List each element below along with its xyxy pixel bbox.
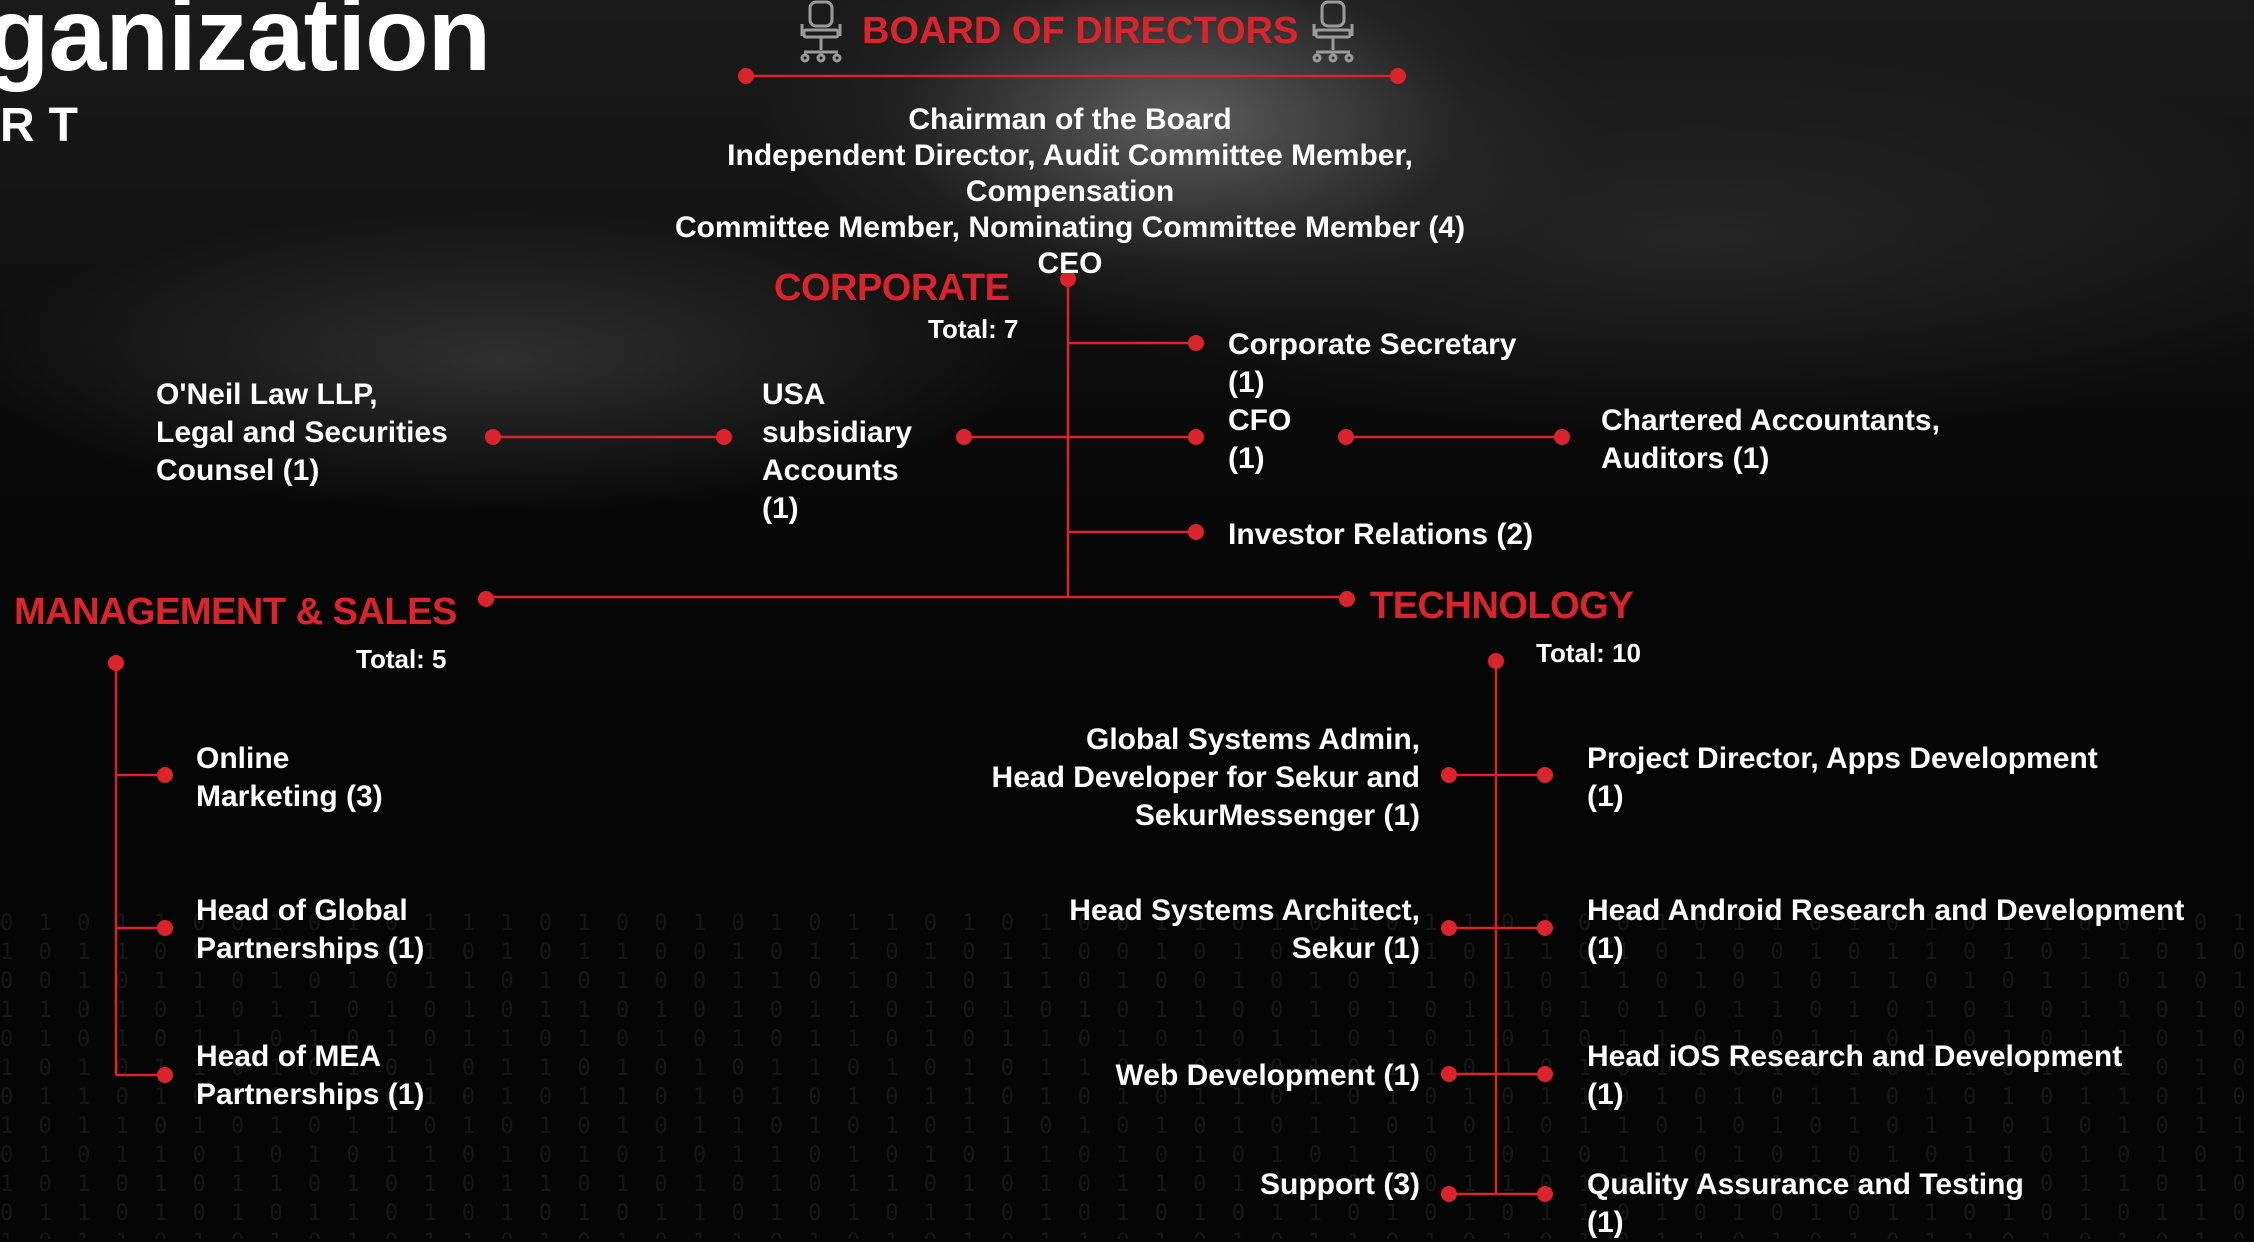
node-label: Corporate Secretary <box>1228 328 1517 361</box>
node-label: Quality Assurance and Testing <box>1587 1168 2024 1201</box>
cfo-node: CFO (1) <box>1228 402 1291 478</box>
node-label: subsidiary <box>762 416 913 449</box>
node-count: (1) <box>1587 1078 1624 1111</box>
head-systems-architect-node: Head Systems Architect, Sekur (1) <box>1069 892 1420 968</box>
technology-heading: TECHNOLOGY <box>1370 585 1634 627</box>
mountain-background <box>0 0 2254 700</box>
node-count: (1) <box>1587 932 1624 965</box>
node-label: Head iOS Research and Development <box>1587 1040 2123 1073</box>
online-marketing-node: Online Marketing (3) <box>196 740 383 816</box>
node-label: Partnerships (1) <box>196 1078 425 1111</box>
node-label: Head Android Research and Development <box>1587 894 2185 927</box>
technology-total: Total: 10 <box>1536 638 1641 668</box>
node-label: Head Systems Architect, <box>1069 894 1420 927</box>
management-heading: MANAGEMENT & SALES <box>14 591 457 633</box>
board-heading: BOARD OF DIRECTORS <box>862 10 1299 52</box>
node-label: Project Director, Apps Development <box>1587 742 2098 775</box>
node-label: Online <box>196 742 290 775</box>
node-label: Head of MEA <box>196 1040 382 1073</box>
board-member-line: Independent Director, Audit Committee Me… <box>727 139 1413 208</box>
node-label: Head Developer for Sekur and <box>991 761 1420 794</box>
management-total: Total: 5 <box>356 644 447 674</box>
office-chair-icon <box>800 0 842 63</box>
project-director-node: Project Director, Apps Development (1) <box>1587 740 2098 816</box>
binary-code-background: 0 1 0 1 1 0 0 1 0 1 0 1 1 1 0 1 0 0 1 0 … <box>0 911 2252 1239</box>
support-node: Support (3) <box>1260 1168 1420 1201</box>
board-member-line: CEO <box>1037 247 1103 280</box>
node-label: Marketing (3) <box>196 780 383 813</box>
usa-subsidiary-node: USA subsidiary Accounts (1) <box>762 376 912 528</box>
office-chair-icon <box>1312 0 1354 63</box>
qa-node: Quality Assurance and Testing (1) <box>1587 1166 2024 1242</box>
mea-partnerships-node: Head of MEA Partnerships (1) <box>196 1038 424 1114</box>
oneil-law-node: O'Neil Law LLP, Legal and Securities Cou… <box>156 376 448 490</box>
node-label: Counsel (1) <box>156 454 320 487</box>
node-count: (1) <box>1587 780 1624 813</box>
node-label: Accounts <box>762 454 899 487</box>
node-label: Global Systems Admin, <box>1086 723 1420 756</box>
node-label: SekurMessenger (1) <box>1134 799 1420 832</box>
head-ios-node: Head iOS Research and Development (1) <box>1587 1038 2122 1114</box>
page-subtitle: RT <box>0 99 92 152</box>
global-systems-admin-node: Global Systems Admin, Head Developer for… <box>992 721 1420 835</box>
corporate-secretary-node: Corporate Secretary (1) <box>1228 326 1516 402</box>
investor-relations-node: Investor Relations (2) <box>1228 518 1534 551</box>
node-count: (1) <box>1228 366 1265 399</box>
global-partnerships-node: Head of Global Partnerships (1) <box>196 892 424 968</box>
node-count: (1) <box>1587 1206 1624 1239</box>
node-label: O'Neil Law LLP, <box>156 378 378 411</box>
head-android-node: Head Android Research and Development (1… <box>1587 892 2184 968</box>
board-member-line: Committee Member, Nominating Committee M… <box>674 211 1466 244</box>
node-count: (1) <box>762 492 799 525</box>
node-label: Partnerships (1) <box>196 932 425 965</box>
node-label: Sekur (1) <box>1291 932 1420 965</box>
node-label: USA <box>762 378 826 411</box>
corporate-heading: CORPORATE <box>774 267 1010 309</box>
chartered-accountants-node: Chartered Accountants, Auditors (1) <box>1601 402 1940 478</box>
page-title: ganization <box>0 0 491 93</box>
node-label: Head of Global <box>196 894 408 927</box>
web-development-node: Web Development (1) <box>1115 1059 1421 1092</box>
node-label: Chartered Accountants, <box>1601 404 1940 437</box>
node-count: (1) <box>1228 442 1265 475</box>
board-members: Chairman of the Board Independent Direct… <box>620 102 1520 282</box>
corporate-total: Total: 7 <box>928 314 1019 344</box>
board-member-line: Chairman of the Board <box>908 103 1232 136</box>
node-label: Auditors (1) <box>1601 442 1770 475</box>
node-label: CFO <box>1228 404 1292 437</box>
node-label: Legal and Securities <box>156 416 448 449</box>
